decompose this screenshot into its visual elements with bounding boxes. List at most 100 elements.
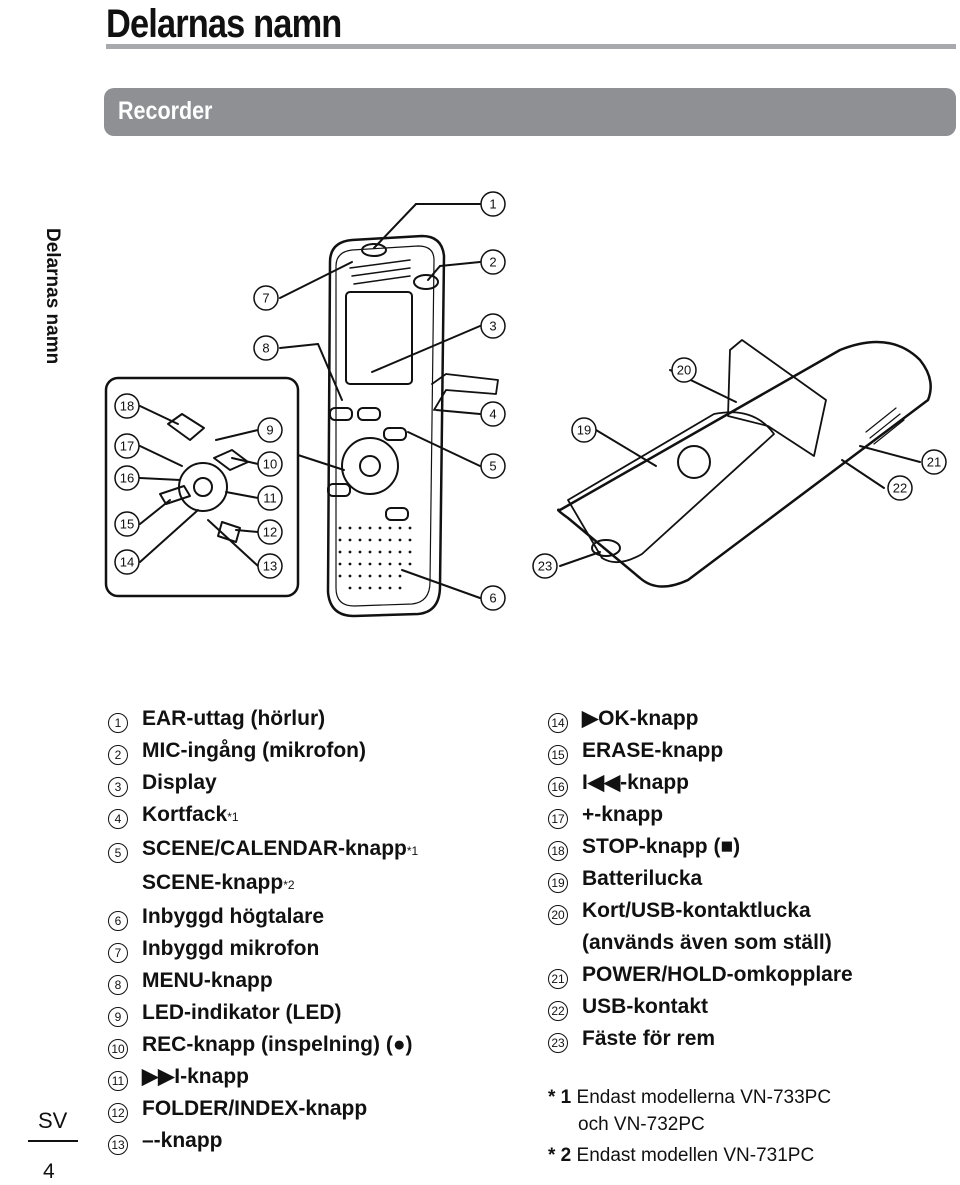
callout-4: 4 xyxy=(480,401,506,427)
part-number: 20 xyxy=(548,905,568,925)
side-tab: Delarnas namn xyxy=(42,228,63,365)
part-label: MIC-ingång (mikrofon) xyxy=(142,739,366,762)
footnote: * 2 Endast modellen VN-731PC xyxy=(548,1142,831,1169)
part-label: LED-indikator (LED) xyxy=(142,1001,342,1024)
usb-cover-flap xyxy=(727,339,827,457)
callout-number: 19 xyxy=(577,423,591,438)
inset-stop-button xyxy=(167,413,205,441)
part-number: 16 xyxy=(548,777,568,797)
callout-number: 12 xyxy=(263,525,277,540)
callout-19: 19 xyxy=(571,417,597,443)
page-number: 4 xyxy=(43,1160,55,1183)
callout-number: 20 xyxy=(677,363,691,378)
callout-8: 8 xyxy=(253,335,279,361)
callout-number: 16 xyxy=(120,471,134,486)
part-label: SCENE/CALENDAR-knapp xyxy=(142,837,407,860)
part-number: 6 xyxy=(108,911,128,931)
part-label: –-knapp xyxy=(142,1129,223,1152)
part-number: 18 xyxy=(548,841,568,861)
callout-number: 2 xyxy=(489,255,496,270)
strap-hole xyxy=(591,539,621,557)
part-item: 6 Inbyggd högtalare xyxy=(108,901,418,933)
callout-9: 9 xyxy=(257,417,283,443)
part-number: 9 xyxy=(108,1007,128,1027)
section-title: Recorder xyxy=(118,97,213,125)
part-number: 17 xyxy=(548,809,568,829)
callout-number: 23 xyxy=(538,559,552,574)
recorder-body xyxy=(326,234,446,618)
part-number: 12 xyxy=(108,1103,128,1123)
callout-5: 5 xyxy=(480,453,506,479)
part-label: ▶OK-knapp xyxy=(582,707,699,730)
inset-dial xyxy=(178,462,228,512)
callout-number: 22 xyxy=(893,481,907,496)
callout-number: 4 xyxy=(489,407,496,422)
footnote-marker: *1 xyxy=(227,810,239,824)
part-label: Inbyggd högtalare xyxy=(142,905,325,928)
part-label: STOP-knapp (■) xyxy=(582,835,741,858)
card-slot-cover xyxy=(431,373,499,411)
part-label: EAR-uttag (hörlur) xyxy=(142,707,326,730)
part-label: Inbyggd mikrofon xyxy=(142,937,320,960)
part-number: 11 xyxy=(108,1071,128,1091)
language-code: SV xyxy=(38,1108,68,1133)
part-number: 8 xyxy=(108,975,128,995)
zoom-inset-box xyxy=(104,376,300,598)
callout-15: 15 xyxy=(114,511,140,537)
callout-number: 8 xyxy=(262,341,269,356)
part-label: Kort/USB-kontaktlucka xyxy=(582,899,811,922)
part-label: REC-knapp (inspelning) (●) xyxy=(142,1033,413,1056)
callout-number: 18 xyxy=(120,399,134,414)
part-number: 3 xyxy=(108,777,128,797)
footnote-text: Endast modellen VN-731PC xyxy=(576,1145,815,1166)
callout-7: 7 xyxy=(253,285,279,311)
footnotes: * 1 Endast modellerna VN-733PC och VN-732… xyxy=(548,1084,831,1169)
footnote-mark: * 2 xyxy=(548,1145,572,1166)
callout-number: 9 xyxy=(266,423,273,438)
part-label: (används även som ställ) xyxy=(582,931,832,954)
footnote-marker: *2 xyxy=(283,878,295,892)
callout-16: 16 xyxy=(114,465,140,491)
part-label: Fäste för rem xyxy=(582,1027,716,1050)
part-number: 15 xyxy=(548,745,568,765)
page-title: Delarnas namn xyxy=(106,2,342,46)
footnote-continuation: och VN-732PC xyxy=(578,1114,705,1135)
part-number: 21 xyxy=(548,969,568,989)
callout-number: 5 xyxy=(489,459,496,474)
part-number: 19 xyxy=(548,873,568,893)
callout-number: 21 xyxy=(927,455,941,470)
callout-17: 17 xyxy=(114,433,140,459)
language-rule xyxy=(28,1140,78,1142)
mic-jack xyxy=(413,274,439,290)
part-item: 9 LED-indikator (LED) xyxy=(108,997,418,1029)
title-rule xyxy=(106,44,956,49)
part-item: 11 ▶▶I-knapp xyxy=(108,1061,418,1093)
part-item: 20 Kort/USB-kontaktlucka xyxy=(548,895,853,927)
callout-3: 3 xyxy=(480,313,506,339)
callout-22: 22 xyxy=(887,475,913,501)
callout-number: 17 xyxy=(120,439,134,454)
callout-2: 2 xyxy=(480,249,506,275)
callout-number: 15 xyxy=(120,517,134,532)
recorder-dial xyxy=(341,437,399,495)
callout-12: 12 xyxy=(257,519,283,545)
part-number: 22 xyxy=(548,1001,568,1021)
callout-number: 1 xyxy=(489,197,496,212)
footnote: * 1 Endast modellerna VN-733PC xyxy=(548,1084,831,1111)
part-label: ▶▶I-knapp xyxy=(142,1065,249,1088)
ear-jack xyxy=(361,243,387,257)
callout-23: 23 xyxy=(532,553,558,579)
part-label: Kortfack xyxy=(142,803,228,826)
part-number: 7 xyxy=(108,943,128,963)
